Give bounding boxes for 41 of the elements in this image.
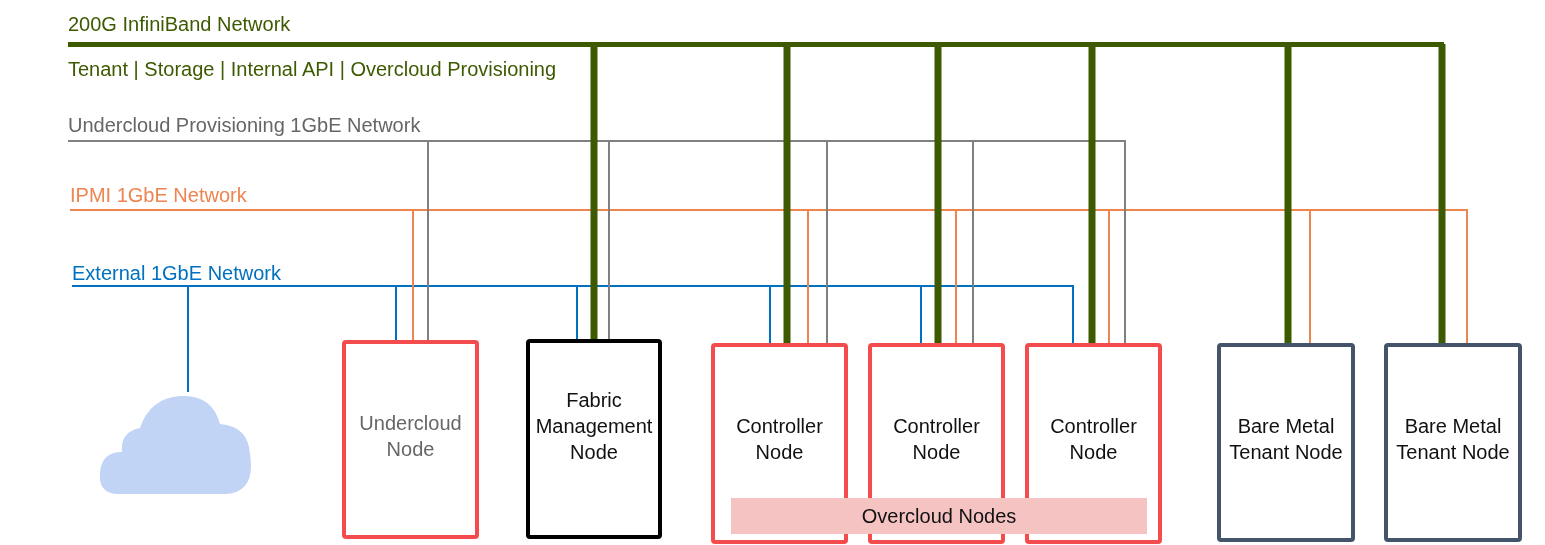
server-box — [1384, 343, 1522, 542]
network-link — [826, 140, 828, 344]
node-label: Controller Node — [735, 414, 824, 465]
server-box — [342, 340, 479, 539]
network-link — [1466, 209, 1468, 344]
network-link — [807, 209, 809, 344]
network-label: External 1GbE Network — [72, 262, 281, 285]
network-note: Tenant | Storage | Internal API | Overcloud Provisioning — [68, 58, 557, 81]
network-link — [972, 140, 974, 344]
server-box — [1217, 343, 1355, 542]
node-label: Fabric Management Node — [534, 388, 654, 465]
network-link — [412, 209, 414, 341]
network-link — [1438, 44, 1446, 343]
node-label: Bare Metal Tenant Node — [1228, 414, 1344, 465]
network-link — [934, 44, 942, 343]
network-link — [427, 140, 429, 341]
network-link — [1072, 285, 1074, 344]
node-label: Controller Node — [1049, 414, 1138, 465]
network-link — [576, 285, 578, 340]
server-box — [526, 339, 662, 539]
network-link — [187, 285, 189, 393]
group-band — [731, 498, 1147, 534]
network-link — [1124, 140, 1126, 344]
network-link — [395, 285, 397, 341]
network-link — [1284, 44, 1292, 343]
network-link — [1309, 209, 1311, 344]
network-link — [769, 285, 771, 344]
network-label: 200G InfiniBand Network — [68, 12, 291, 36]
node-label: Controller Node — [892, 414, 981, 465]
network-link — [783, 44, 791, 343]
network-label: IPMI 1GbE Network — [70, 184, 247, 207]
node-label: Bare Metal Tenant Node — [1395, 414, 1511, 465]
network-link — [955, 209, 957, 344]
network-link — [1108, 209, 1110, 344]
network-label: Undercloud Provisioning 1GbE Network — [68, 114, 421, 137]
node-label: Undercloud Node — [358, 411, 463, 462]
network-link — [920, 285, 922, 344]
network-link — [590, 44, 598, 339]
network-link — [608, 140, 610, 340]
network-link — [1088, 44, 1096, 343]
group-label: Overcloud Nodes — [861, 504, 1017, 528]
